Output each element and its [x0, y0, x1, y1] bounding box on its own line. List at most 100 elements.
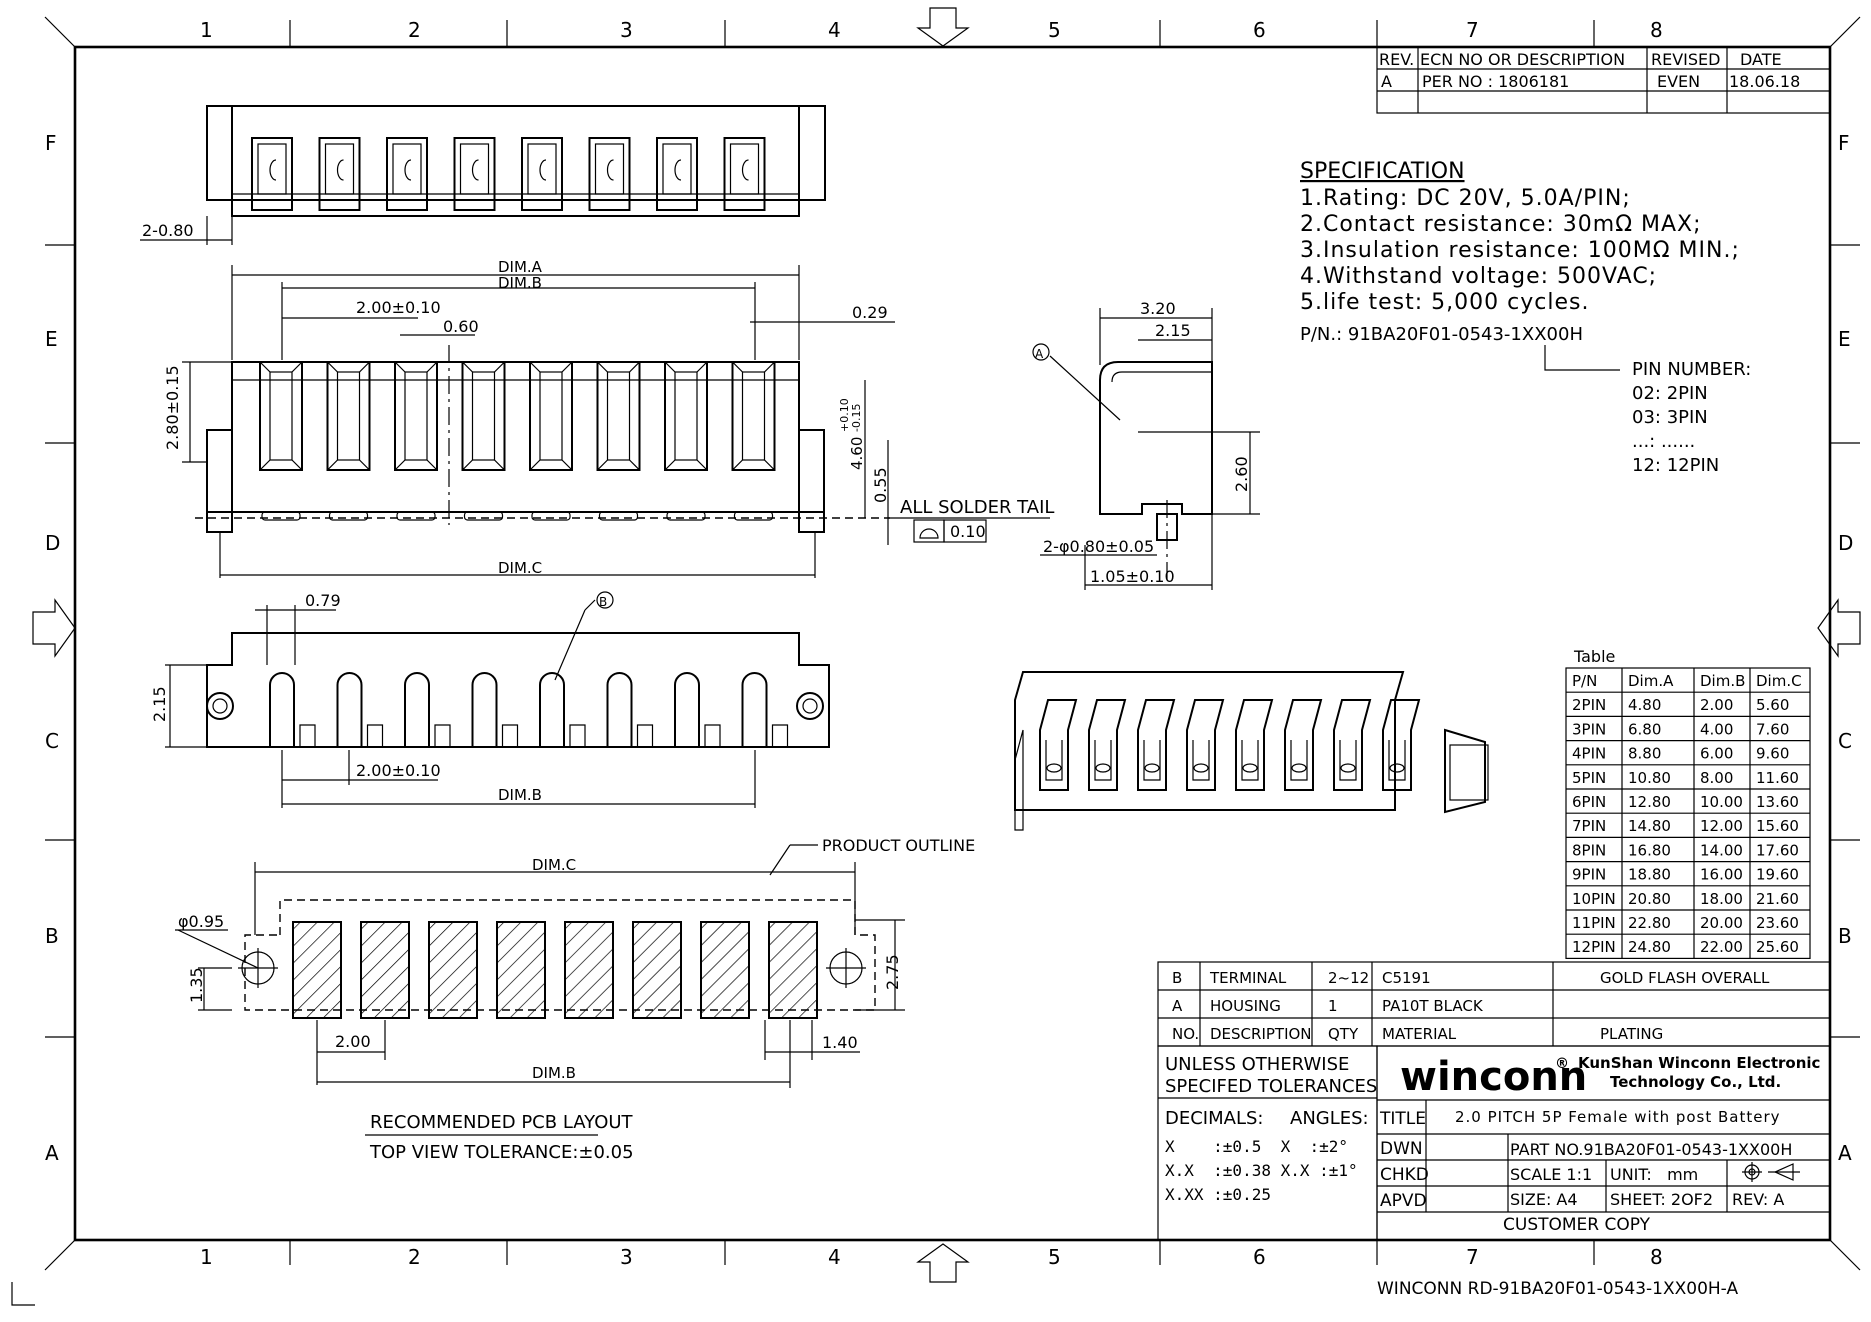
- dim-029: 0.29: [852, 303, 888, 322]
- front-slot-bevel: [561, 361, 573, 373]
- top-slot-inner: [662, 143, 692, 195]
- pin-number-2: 03: 3PIN: [1632, 407, 1708, 428]
- pcb-dim-c: DIM.C: [532, 856, 576, 874]
- dim-table-cell: 2.00: [1700, 696, 1733, 714]
- front-slot-inner: [471, 371, 496, 461]
- iso-slot-inner: [1290, 740, 1308, 781]
- iso-slot: [1235, 699, 1274, 791]
- zone-top-2: 2: [408, 18, 421, 42]
- dim-460-tol-minus: -0.15: [850, 404, 863, 432]
- dim-pad-pitch: 2.00: [335, 1032, 371, 1051]
- front-slot-bevel: [259, 361, 271, 373]
- dim-table-cell: 13.60: [1756, 793, 1799, 811]
- zone-top-3: 3: [620, 18, 633, 42]
- front-slot-bevel: [494, 459, 505, 471]
- pcb-dim-b: DIM.B: [532, 1064, 576, 1082]
- front-slot-inner: [539, 371, 563, 461]
- dim-a-label: DIM.A: [498, 258, 543, 276]
- iso-slot-inner: [1094, 740, 1112, 781]
- front-slot-bevel: [529, 361, 541, 373]
- dim-b-label: DIM.B: [498, 274, 542, 292]
- iso-slot: [1137, 699, 1176, 791]
- dim-table-cell: 4PIN: [1572, 745, 1606, 763]
- zone-bottom-4: 4: [828, 1245, 841, 1269]
- zone-top-8: 8: [1650, 18, 1663, 42]
- iso-slot-inner: [1339, 740, 1357, 781]
- zone-bottom-5: 5: [1048, 1245, 1061, 1269]
- dim-table-header: Dim.B: [1700, 672, 1745, 690]
- isometric-view: [1014, 671, 1489, 831]
- dim-table-cell: 23.60: [1756, 914, 1799, 932]
- spec-title: SPECIFICATION: [1300, 159, 1465, 184]
- part-number: PART NO.91BA20F01-0543-1XX00H: [1510, 1140, 1792, 1159]
- zone-right-B: B: [1838, 924, 1852, 948]
- dim-table-cell: 10.00: [1700, 793, 1743, 811]
- top-slot-inner: [594, 143, 625, 195]
- dim-table-cell: 5.60: [1756, 696, 1789, 714]
- front-slot-bevel: [462, 361, 473, 373]
- dim-table-cell: 21.60: [1756, 890, 1799, 908]
- bom-cell: PA10T BLACK: [1382, 997, 1484, 1015]
- scale: SCALE 1:1: [1510, 1165, 1592, 1184]
- front-slot-inner: [336, 371, 361, 461]
- spec-line-5: 5.life test: 5,000 cycles.: [1300, 290, 1589, 315]
- dim-table-cell: 10PIN: [1572, 890, 1616, 908]
- solder-tail-label: ALL SOLDER TAIL: [900, 497, 1054, 518]
- pcb-layout-view: DIM.C PRODUCT OUTLINE φ0.95 1.35 2.75 2.…: [175, 836, 975, 1163]
- specification-block: SPECIFICATION 1.Rating: DC 20V, 5.0A/PIN…: [1300, 159, 1751, 476]
- bottom-slot-rib: [569, 724, 586, 747]
- dim-table-cell: 22.00: [1700, 938, 1743, 956]
- dim-table-cell: 14.00: [1700, 841, 1743, 859]
- zone-top-1: 1: [200, 18, 213, 42]
- top-slot: [656, 137, 698, 211]
- bom-cell: NO.: [1172, 1025, 1199, 1043]
- bom-cell: DESCRIPTION: [1210, 1025, 1312, 1043]
- dim-table-header: Dim.A: [1628, 672, 1674, 690]
- tol-row-3: X.XX :±0.25: [1165, 1185, 1271, 1204]
- apvd-label: APVD: [1380, 1191, 1427, 1211]
- front-slot-bevel: [597, 361, 608, 373]
- dim-top-2-080: 2-0.80: [142, 221, 194, 240]
- front-slot-bevel: [359, 459, 370, 471]
- bottom-slot-rib: [501, 724, 519, 747]
- top-view: 2-0.80: [140, 105, 826, 245]
- dim-pitch: 2.00±0.10: [356, 298, 441, 317]
- iso-contact: [1389, 763, 1405, 773]
- spec-line-3: 3.Insulation resistance: 100MΩ MIN.;: [1300, 238, 1740, 263]
- pin-number-1: 02: 2PIN: [1632, 383, 1708, 404]
- dim-table-header: Dim.C: [1756, 672, 1802, 690]
- front-slot-bevel: [327, 459, 338, 471]
- top-slot-inner: [459, 143, 490, 195]
- zone-right-F: F: [1838, 131, 1850, 155]
- dim-bottom-b: DIM.B: [498, 786, 542, 804]
- dim-table-cell: 8.00: [1700, 769, 1733, 787]
- pcb-layout-tolerance: TOP VIEW TOLERANCE:±0.05: [369, 1142, 634, 1163]
- iso-slot: [1382, 699, 1421, 791]
- zone-right-C: C: [1838, 729, 1852, 753]
- iso-contact: [1144, 763, 1160, 773]
- rev-row-desc: PER NO : 1806181: [1422, 72, 1569, 91]
- dim-460: 4.60: [848, 437, 866, 470]
- dim-table-cell: 20.80: [1628, 890, 1671, 908]
- front-slot: [259, 361, 303, 471]
- front-slot-inner: [606, 371, 631, 461]
- dim-table-cell: 5PIN: [1572, 769, 1606, 787]
- front-slot-bevel: [561, 459, 573, 471]
- iso-slot-inner: [1045, 740, 1063, 781]
- top-slot-inner: [257, 143, 287, 195]
- zone-bottom-8: 8: [1650, 1245, 1663, 1269]
- dim-table-cell: 22.80: [1628, 914, 1671, 932]
- zone-left-D: D: [45, 531, 60, 555]
- top-slot-contact: [336, 159, 344, 181]
- dim-140: 1.40: [822, 1033, 858, 1052]
- dim-table-cell: 16.00: [1700, 866, 1743, 884]
- front-slot-bevel: [259, 459, 271, 471]
- front-slot: [596, 361, 641, 471]
- front-slot-bevel: [764, 361, 775, 373]
- bottom-slot: [606, 672, 633, 747]
- customer-copy: CUSTOMER COPY: [1503, 1215, 1651, 1235]
- bottom-slot: [336, 672, 363, 747]
- brand-reg-mark: ®: [1555, 1056, 1569, 1072]
- dwn-label: DWN: [1380, 1139, 1423, 1159]
